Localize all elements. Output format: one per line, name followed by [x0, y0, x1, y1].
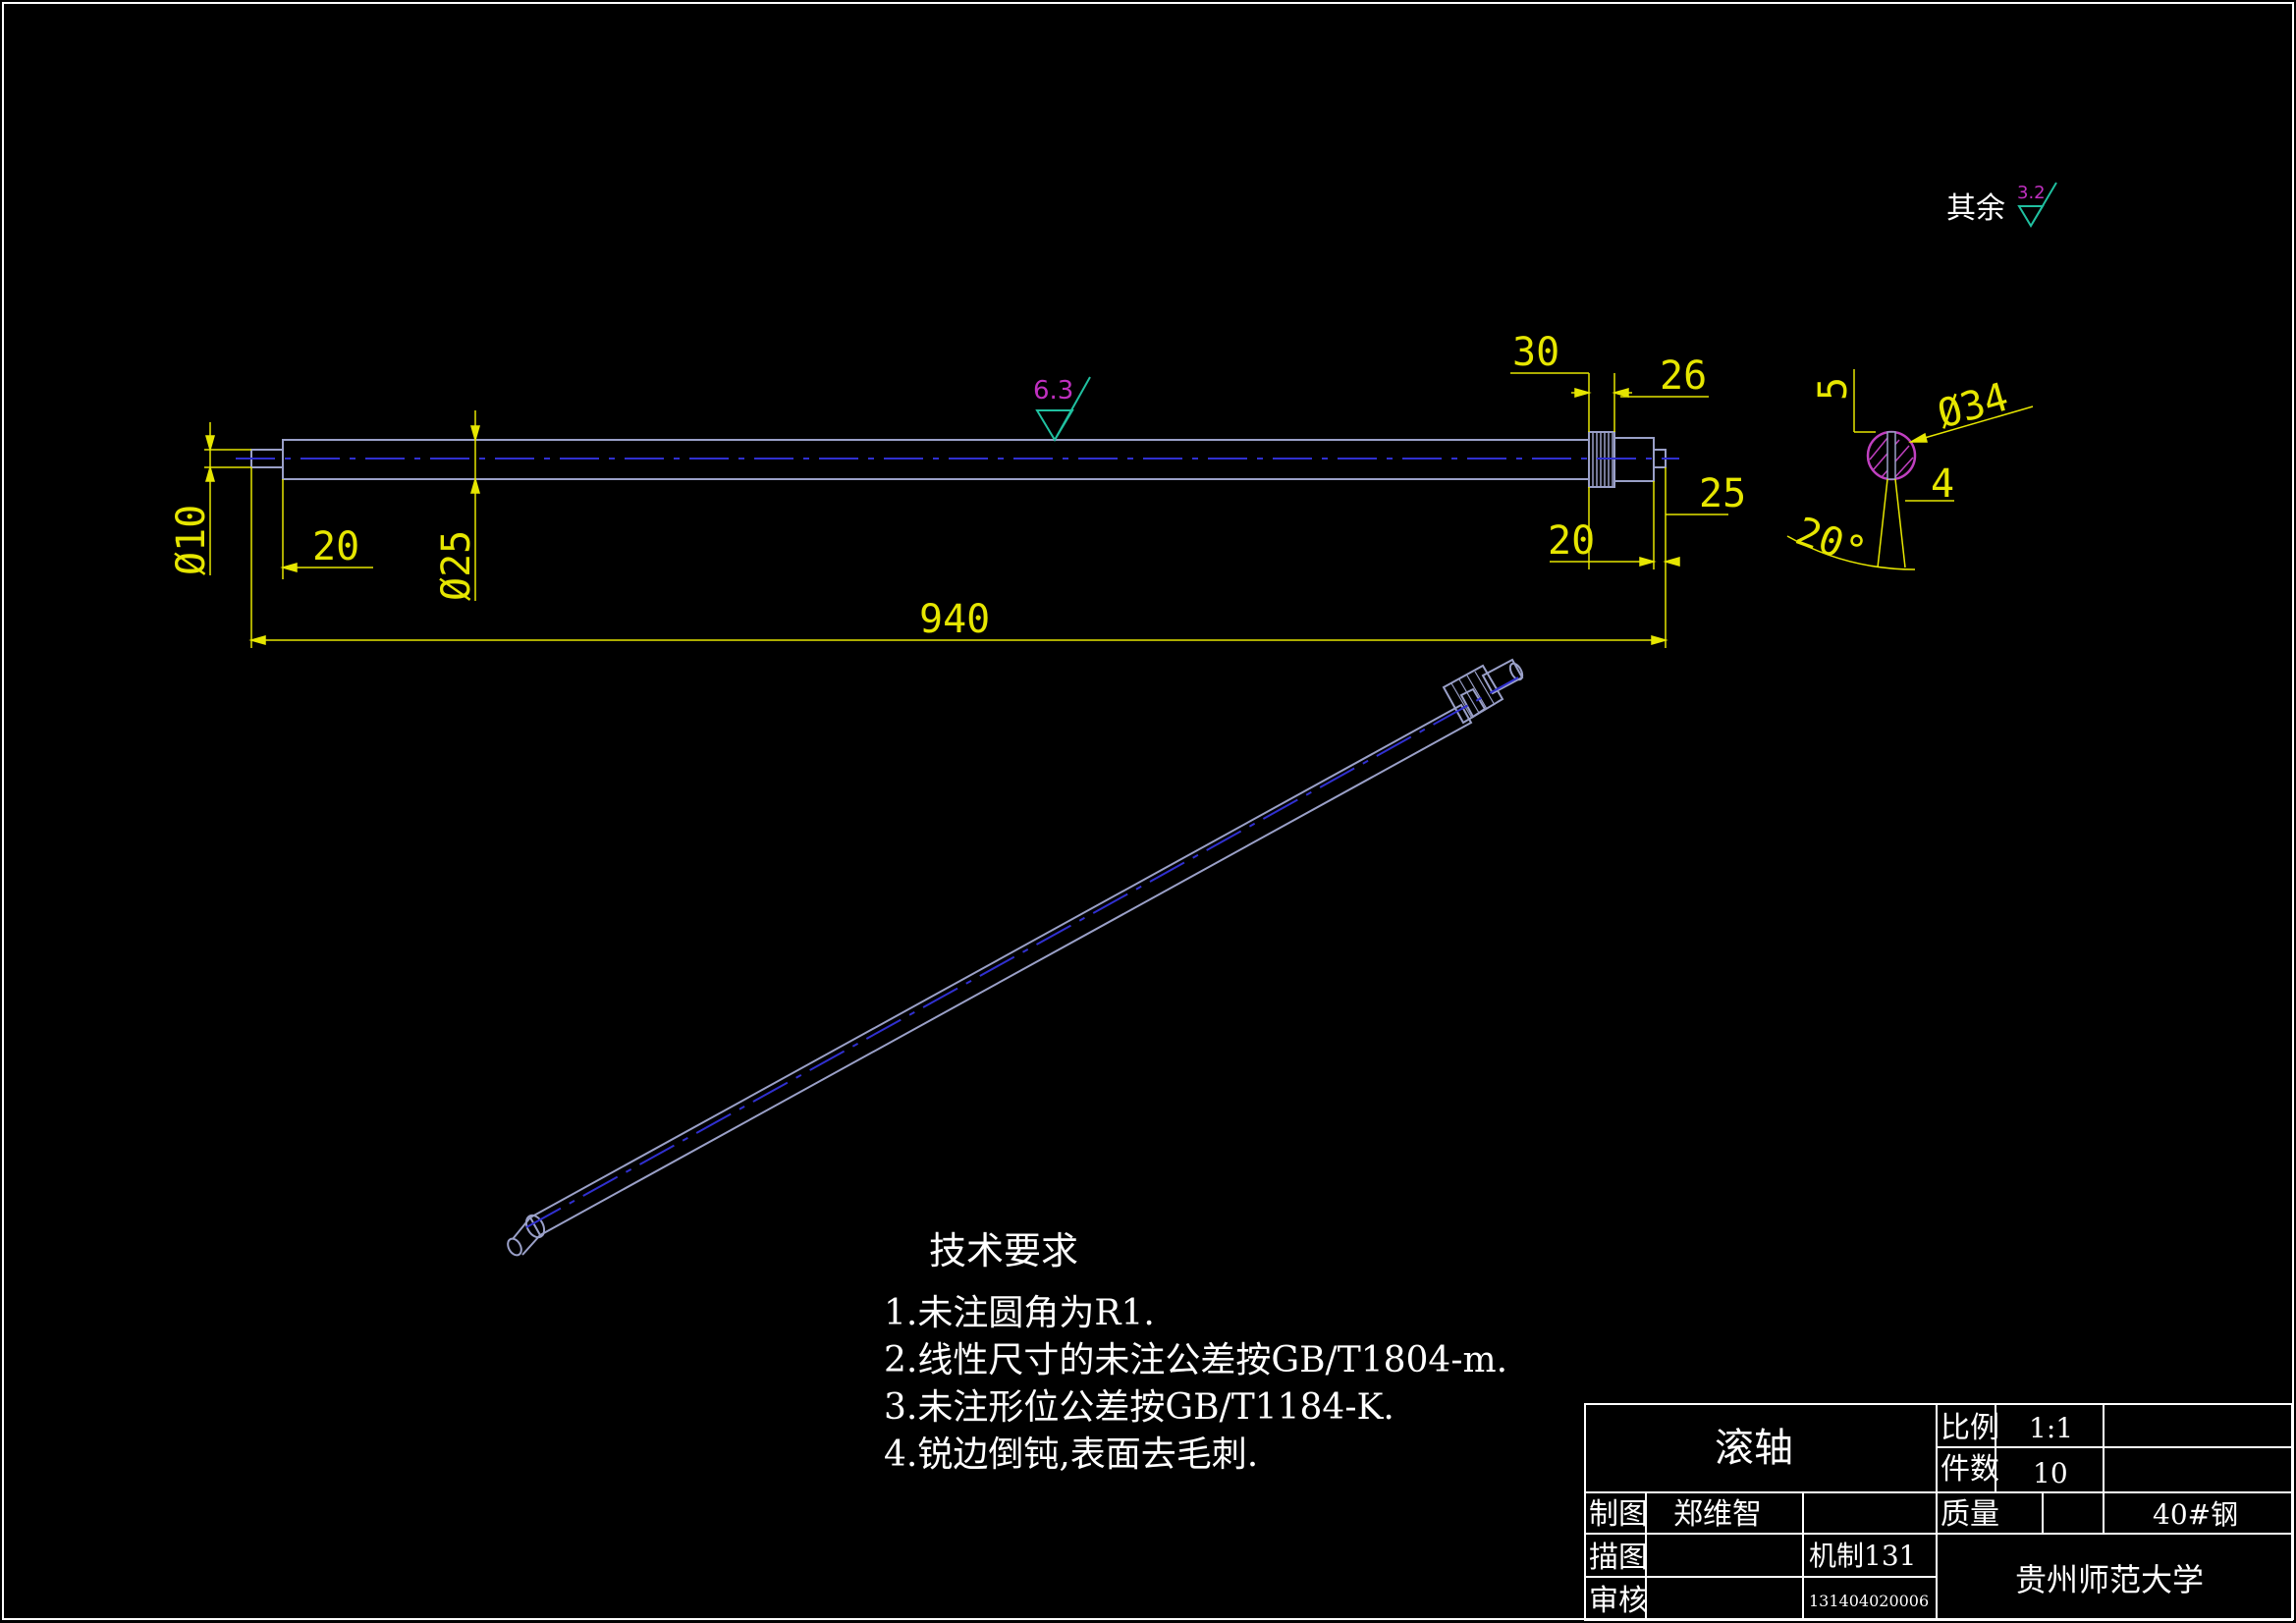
qty-value: 10	[2033, 1457, 2068, 1489]
school-name: 贵州师范大学	[2015, 1561, 2204, 1598]
drawn-name: 郑维智	[1673, 1497, 1762, 1532]
dim-len30: 30	[1512, 330, 1559, 375]
dim-sec20deg: 20°	[1790, 509, 1873, 575]
roughness-symbol-icon	[2017, 182, 2057, 228]
trace-label: 描图	[1589, 1541, 1648, 1575]
tech-item-1: 1.未注圆角为R1.	[884, 1293, 1155, 1333]
roughness-main-value: 6.3	[1033, 376, 1073, 406]
mass-label: 质量	[1941, 1497, 1999, 1532]
roughness-other-value: 3.2	[2017, 183, 2046, 203]
title-block: 滚轴 比例 1:1 件数 10 制图 郑维智 质量 40#钢 描图 机制131 …	[1589, 1411, 2238, 1618]
class-name: 机制131	[1809, 1540, 1916, 1572]
dim-sec34: Ø34	[1933, 374, 2013, 437]
check-label: 审核	[1589, 1584, 1648, 1618]
dim-d10: Ø10	[169, 505, 214, 575]
scale-value: 1:1	[2029, 1412, 2073, 1444]
student-id: 131404020006	[1809, 1592, 1929, 1610]
shaft-main-view	[236, 431, 1679, 488]
technical-requirements: 技术要求 1.未注圆角为R1. 2.线性尺寸的未注公差按GB/T1804-m. …	[884, 1227, 1507, 1479]
tech-title: 技术要求	[929, 1229, 1079, 1272]
material: 40#钢	[2153, 1498, 2238, 1531]
roughness-main-icon	[1035, 376, 1091, 442]
tech-item-2: 2.线性尺寸的未注公差按GB/T1804-m.	[884, 1340, 1508, 1380]
roughness-other-note: 其余 3.2	[1946, 182, 2057, 228]
roughness-main-note: 6.3	[1033, 376, 1091, 442]
dim-len25: 25	[1699, 471, 1746, 516]
dim-sec5: 5	[1811, 377, 1856, 401]
dim-len20-right: 20	[1548, 518, 1595, 564]
dim-sec4: 4	[1931, 461, 1954, 507]
qty-label: 件数	[1941, 1452, 1999, 1487]
part-name: 滚轴	[1715, 1426, 1793, 1471]
drawn-label: 制图	[1589, 1497, 1648, 1532]
dim-len26: 26	[1660, 353, 1707, 399]
roughness-other-label: 其余	[1946, 191, 2005, 226]
title-block-frame	[1584, 1403, 2293, 1621]
dim-d25: Ø25	[434, 530, 479, 601]
tech-item-4: 4.锐边倒钝,表面去毛刺.	[884, 1434, 1259, 1475]
shaft-isometric-view	[507, 658, 1524, 1257]
dim-len940: 940	[919, 597, 990, 642]
dim-len20-left: 20	[312, 524, 359, 569]
scale-label: 比例	[1941, 1411, 1999, 1445]
dimension-lines	[204, 372, 1728, 648]
tech-item-3: 3.未注形位公差按GB/T1184-K.	[884, 1387, 1394, 1428]
section-view: 5 Ø34 4 20°	[1786, 369, 2034, 575]
